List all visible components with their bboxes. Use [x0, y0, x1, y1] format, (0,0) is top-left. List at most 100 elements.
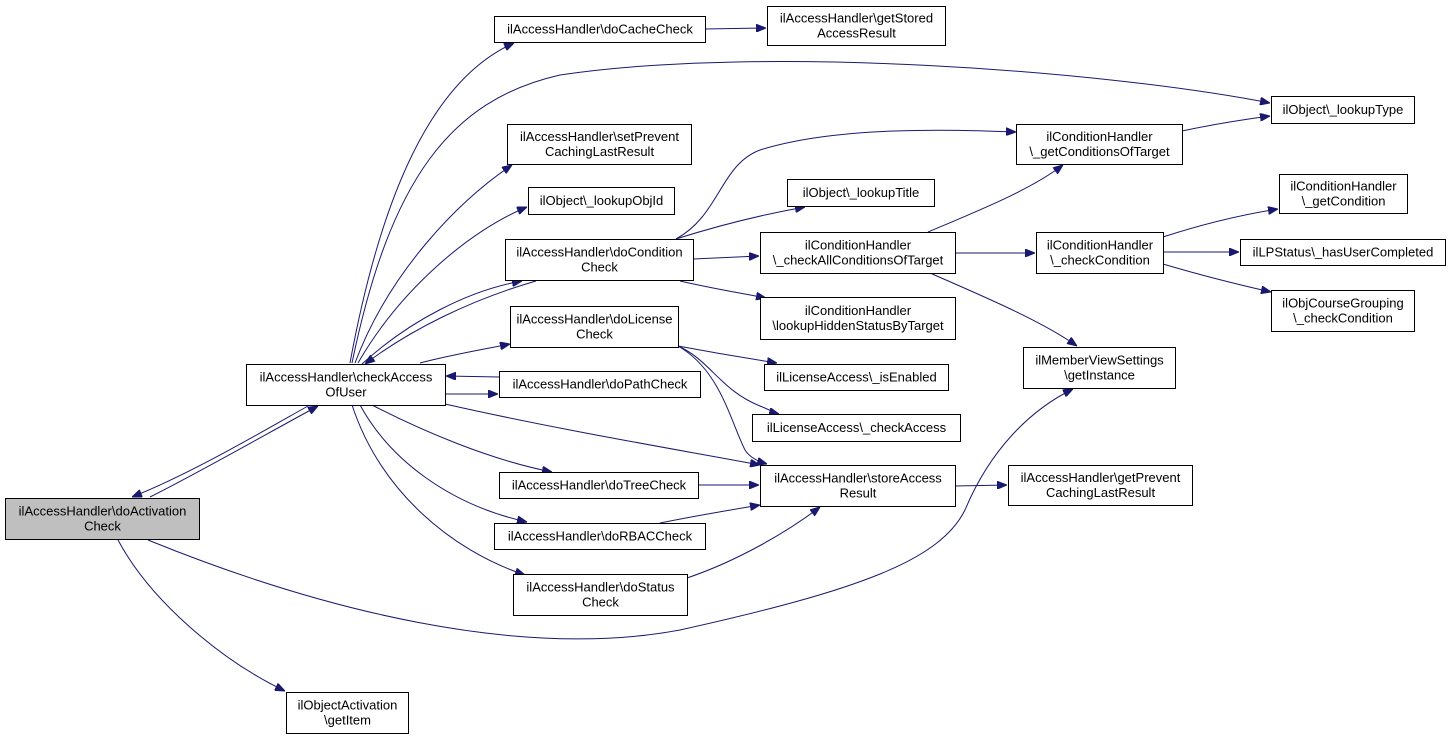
- node-setPreventCaching[interactable]: ilAccessHandler\setPreventCachingLastRes…: [507, 124, 692, 165]
- edge-checkAccessOfUser-to-setPreventCaching: [354, 165, 512, 364]
- node-label: ilObjCourseGrouping: [1282, 296, 1403, 311]
- edge-checkAccessOfUser-to-doConditionCheck: [361, 281, 522, 365]
- edge-line: [149, 406, 318, 498]
- edge-checkAccessOfUser-to-lookupObjId: [357, 207, 527, 364]
- node-label: ilMemberViewSettings: [1035, 353, 1164, 368]
- node-box: [787, 179, 935, 207]
- edge-checkCondition-to-courseGrouping: [1162, 263, 1271, 292]
- edge-line: [359, 404, 527, 522]
- edge-line: [349, 43, 514, 364]
- node-label: ilConditionHandler: [805, 238, 912, 253]
- edge-checkAccessOfUser-to-doTreeCheck: [371, 404, 552, 472]
- edge-checkAccessOfUser-to-doCacheCheck: [349, 43, 514, 364]
- node-box: [507, 124, 692, 165]
- node-checkCondition[interactable]: ilConditionHandler\_checkCondition: [1036, 232, 1164, 274]
- node-courseGrouping[interactable]: ilObjCourseGrouping\_checkCondition: [1271, 290, 1415, 332]
- node-doTreeCheck[interactable]: ilAccessHandler\doTreeCheck: [499, 472, 699, 499]
- node-box: [1279, 174, 1408, 214]
- edge-checkAccessOfUser-to-lookupType: [351, 61, 1270, 364]
- edge-line: [679, 280, 766, 298]
- edge-line: [675, 207, 805, 240]
- node-box: [1008, 465, 1193, 506]
- node-label: ilAccessHandler\doCacheCheck: [507, 22, 693, 37]
- edge-line: [132, 405, 309, 497]
- edge-storeAccessResult-to-getPreventCaching: [954, 485, 1007, 486]
- edge-doConditionCheck-to-lookupHidden: [679, 280, 766, 298]
- edge-checkCondition-to-getCondition: [1162, 209, 1278, 238]
- node-label: \getInstance: [1064, 368, 1135, 383]
- node-label: ilConditionHandler: [1046, 129, 1153, 144]
- edge-line: [929, 272, 1077, 346]
- node-box: [499, 371, 701, 398]
- node-doPathCheck[interactable]: ilAccessHandler\doPathCheck: [499, 371, 701, 398]
- edge-line: [677, 345, 777, 363]
- node-licenseIsEnabled[interactable]: ilLicenseAccess\_isEnabled: [764, 364, 949, 391]
- node-checkAllConditions[interactable]: ilConditionHandler\_checkAllConditionsOf…: [760, 232, 956, 274]
- node-box: [767, 6, 946, 46]
- node-label: ilAccessHandler\doLicense: [516, 312, 672, 327]
- node-label: ilConditionHandler: [1290, 179, 1397, 194]
- edge-getConditionsOfTarget-to-lookupType: [1181, 116, 1270, 132]
- node-getPreventCaching[interactable]: ilAccessHandler\getPreventCachingLastRes…: [1008, 465, 1193, 506]
- node-hasUserCompleted[interactable]: ilLPStatus\_hasUserCompleted: [1240, 239, 1446, 266]
- edge-doStatusCheck-to-storeAccessResult: [686, 507, 820, 579]
- node-getConditionsOfTarget[interactable]: ilConditionHandler\_getConditionsOfTarge…: [1016, 124, 1183, 165]
- edge-line: [686, 507, 820, 579]
- node-label: Check: [582, 595, 619, 610]
- node-label: \_getConditionsOfTarget: [1029, 144, 1170, 159]
- edge-line: [1162, 209, 1278, 238]
- node-lookupType[interactable]: ilObject\_lookupType: [1271, 96, 1415, 124]
- node-label: ilAccessHandler\doCondition: [516, 245, 682, 260]
- node-box: [499, 472, 699, 499]
- node-label: \lookupHiddenStatusByTarget: [772, 318, 944, 333]
- node-lookupHidden[interactable]: ilConditionHandler\lookupHiddenStatusByT…: [760, 297, 956, 340]
- edge-line: [1181, 116, 1270, 132]
- node-box: [5, 498, 200, 540]
- node-label: ilConditionHandler: [1047, 238, 1154, 253]
- edge-line: [117, 539, 285, 691]
- edge-doConditionCheck-to-getConditionsOfTarget: [675, 130, 1016, 240]
- node-label: ilAccessHandler\checkAccess: [260, 370, 433, 385]
- node-doRBACCheck[interactable]: ilAccessHandler\doRBACCheck: [494, 523, 706, 550]
- node-label: CachingLastResult: [545, 144, 655, 159]
- edge-doLicenseCheck-to-storeAccessResult: [677, 345, 767, 464]
- node-box: [764, 364, 949, 391]
- node-label: Check: [84, 519, 121, 534]
- node-box: [752, 414, 961, 442]
- node-lookupObjId[interactable]: ilObject\_lookupObjId: [528, 187, 675, 215]
- edge-line: [351, 404, 525, 575]
- edge-doLicenseCheck-to-licenseCheckAccess: [677, 345, 779, 414]
- node-objActivationGetItem[interactable]: ilObjectActivation\getItem: [286, 692, 409, 734]
- node-doCacheCheck[interactable]: ilAccessHandler\doCacheCheck: [494, 16, 706, 43]
- edge-doConditionCheck-to-lookupTitle: [675, 207, 805, 240]
- edge-line: [371, 404, 552, 472]
- node-memberViewSettings[interactable]: ilMemberViewSettings\getInstance: [1023, 347, 1176, 389]
- edge-line: [357, 207, 527, 364]
- edge-doActivationCheck-to-objActivationGetItem: [117, 539, 285, 691]
- edge-doRBACCheck-to-storeAccessResult: [659, 505, 760, 524]
- edge-line: [361, 281, 522, 365]
- edge-line: [704, 28, 766, 29]
- node-label: \_getCondition: [1302, 194, 1386, 209]
- node-lookupTitle[interactable]: ilObject\_lookupTitle: [787, 179, 935, 207]
- edge-line: [446, 376, 500, 377]
- node-box: [1023, 347, 1176, 389]
- node-getCondition[interactable]: ilConditionHandler\_getCondition: [1279, 174, 1408, 214]
- edge-line: [954, 485, 1007, 486]
- node-label: ilObjectActivation: [298, 698, 398, 713]
- node-licenseCheckAccess[interactable]: ilLicenseAccess\_checkAccess: [752, 414, 961, 442]
- edge-line: [675, 130, 1016, 240]
- node-label: CachingLastResult: [1046, 485, 1156, 500]
- node-box: [505, 239, 694, 281]
- node-label: ilObject\_lookupType: [1283, 102, 1404, 117]
- node-box: [494, 16, 706, 43]
- node-box: [494, 523, 706, 550]
